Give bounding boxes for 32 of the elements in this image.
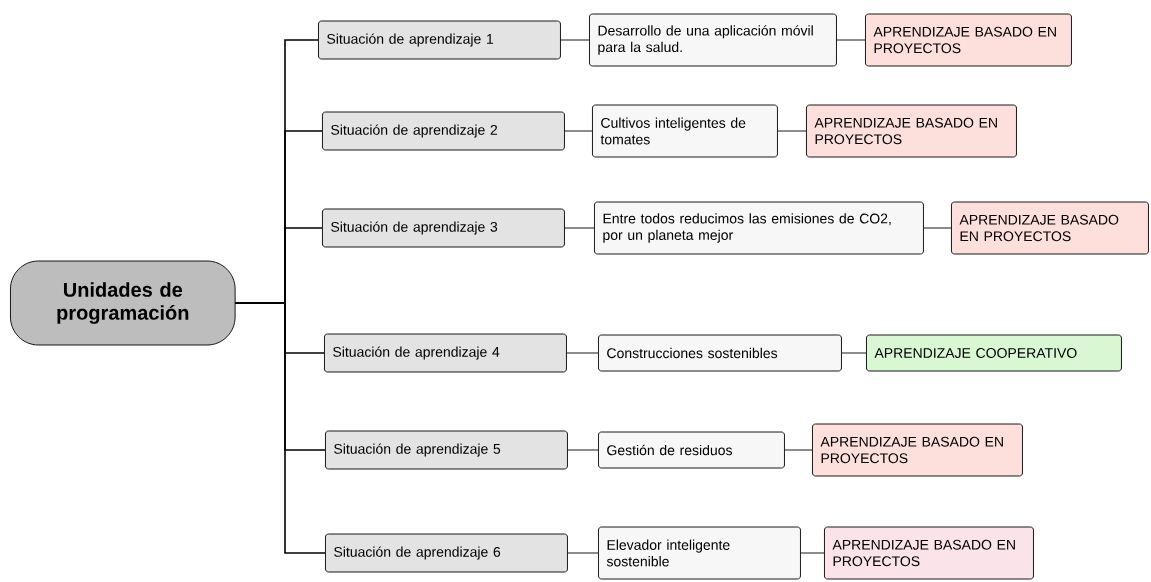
situation-box: Situación de aprendizaje 4 xyxy=(324,333,567,373)
situation-box: Situación de aprendizaje 3 xyxy=(322,208,565,248)
situation-box: Situación de aprendizaje 1 xyxy=(318,20,561,60)
method-box: APRENDIZAJE BASADO EN PROYECTOS xyxy=(824,526,1034,580)
topic-box: Elevador inteligente sostenible xyxy=(598,526,801,580)
connector xyxy=(841,352,867,354)
method-box: APRENDIZAJE BASADO EN PROYECTOS xyxy=(951,201,1149,255)
topic-box: Desarrollo de una aplicación móvil para la salud. xyxy=(589,13,837,67)
method-box: APRENDIZAJE BASADO EN PROYECTOS xyxy=(806,104,1017,158)
topic-box: Cultivos inteligentes de tomates xyxy=(592,104,778,158)
connector xyxy=(564,130,593,132)
connector xyxy=(560,39,590,41)
method-box: APRENDIZAJE BASADO EN PROYECTOS xyxy=(812,423,1023,477)
root-box: Unidades de programación xyxy=(10,260,236,346)
situation-box: Situación de aprendizaje 6 xyxy=(325,533,568,573)
connector xyxy=(567,552,599,554)
connector xyxy=(836,39,866,41)
situation-box: Situación de aprendizaje 2 xyxy=(322,111,565,151)
topic-box: Gestión de residuos xyxy=(598,431,785,469)
method-box: APRENDIZAJE BASADO EN PROYECTOS xyxy=(865,13,1072,67)
connector xyxy=(784,449,813,451)
topic-box: Construcciones sostenibles xyxy=(598,334,842,372)
topic-box: Entre todos reducimos las emisiones de CO2, por un planeta mejor xyxy=(594,201,924,255)
method-box: APRENDIZAJE COOPERATIVO xyxy=(866,334,1122,372)
connector xyxy=(777,130,807,132)
connector xyxy=(234,302,326,554)
situation-box: Situación de aprendizaje 5 xyxy=(325,430,568,470)
connector xyxy=(567,449,599,451)
connector xyxy=(923,227,952,229)
connector xyxy=(564,227,595,229)
connector xyxy=(800,552,825,554)
connector xyxy=(566,352,599,354)
